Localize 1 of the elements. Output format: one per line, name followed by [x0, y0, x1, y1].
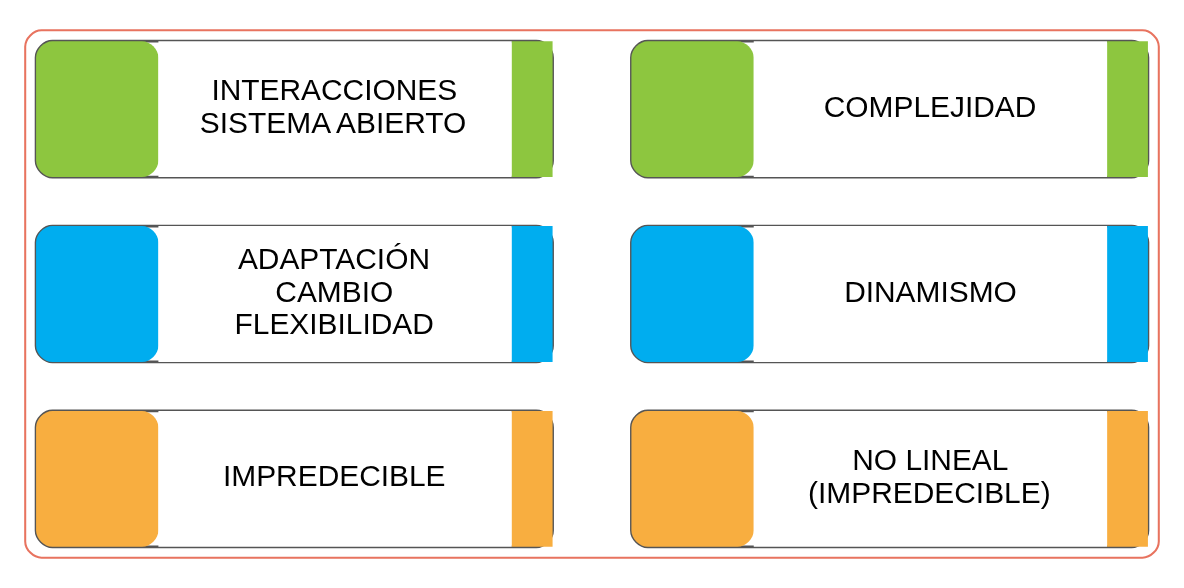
cluster — [24, 29, 1160, 559]
